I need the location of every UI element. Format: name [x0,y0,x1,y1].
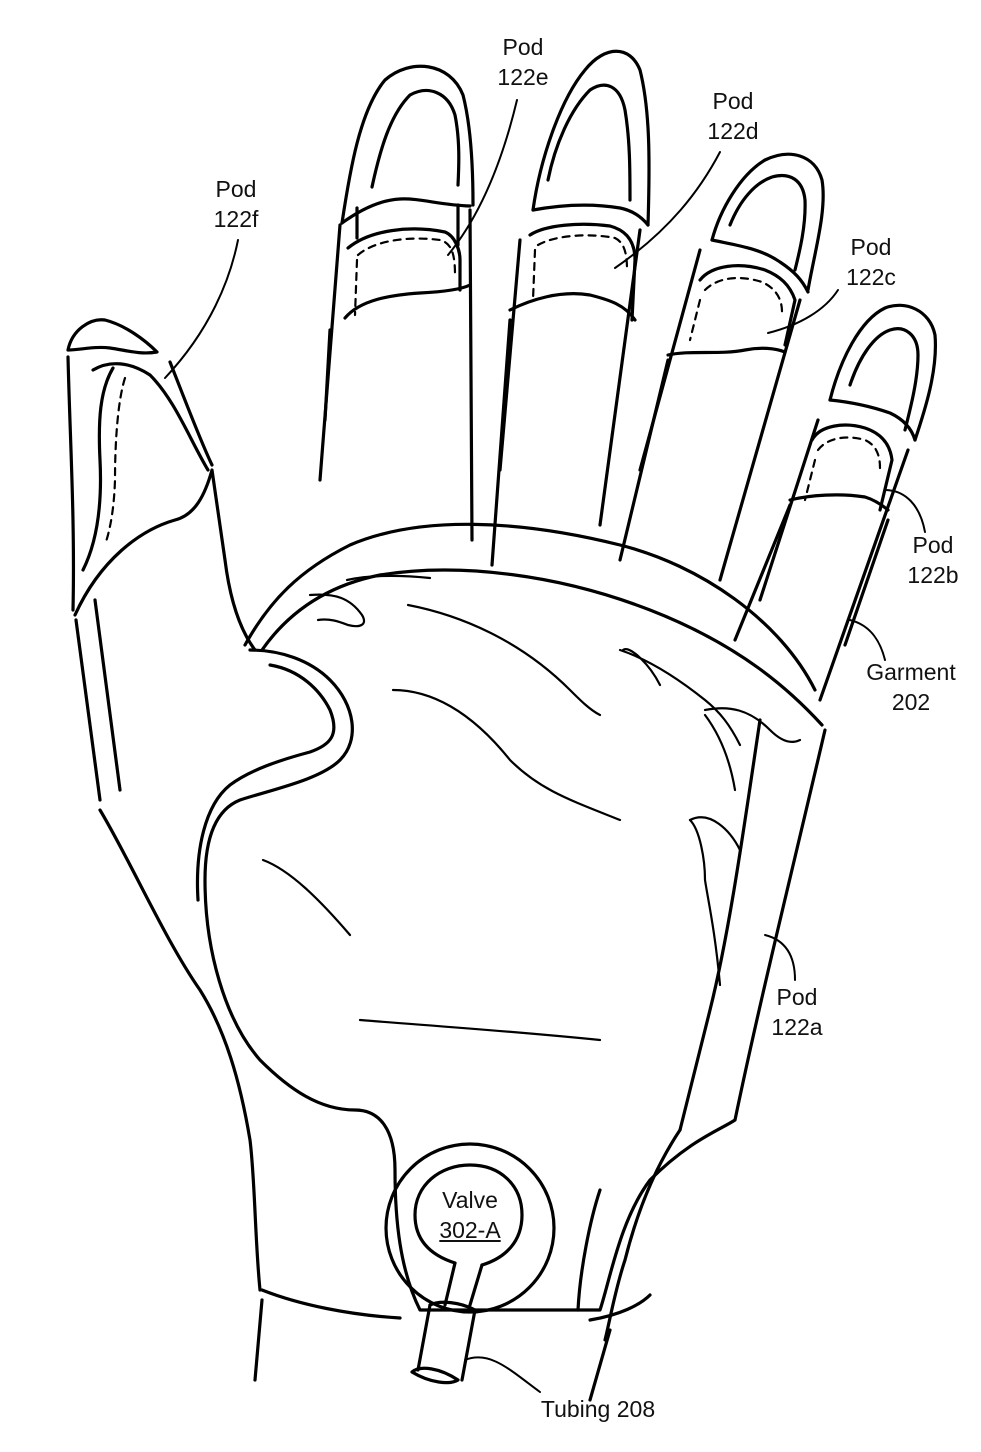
valve [384,1142,556,1314]
label-pod-122b-line1: Pod [912,532,954,558]
label-pod-122a-line2: 122a [771,1014,823,1040]
label-valve-302a-line1: Valve [442,1187,498,1213]
label-tubing-208: Tubing 208 [528,1394,668,1424]
label-pod-122a-line1: Pod [776,984,818,1010]
label-pod-122d-line1: Pod [712,88,754,114]
leader-lines [164,99,926,1393]
tubing [410,1261,484,1385]
label-garment-202-line2: 202 [891,689,931,715]
ring-finger [618,152,825,582]
label-pod-122c-line2: 122c [846,264,896,290]
back-of-hand-pod [195,648,827,1312]
label-pod-122d: Pod 122d [700,86,766,146]
label-tubing-208-line1: Tubing 208 [540,1396,656,1422]
label-valve-302a: Valve 302-A [428,1185,512,1245]
little-finger [733,303,938,702]
label-pod-122c-line1: Pod [850,234,892,260]
label-garment-202: Garment 202 [856,657,966,717]
label-pod-122b-line2: 122b [907,562,959,588]
label-garment-202-line1: Garment [866,659,956,685]
label-pod-122d-line2: 122d [707,118,759,144]
middle-finger [490,49,651,567]
label-pod-122b: Pod 122b [900,530,966,590]
label-pod-122f: Pod 122f [205,174,267,234]
label-pod-122c: Pod 122c [838,232,904,292]
label-pod-122e: Pod 122e [492,32,554,92]
label-pod-122a: Pod 122a [764,982,830,1042]
label-valve-302a-line2: 302-A [439,1217,501,1243]
index-finger [318,64,475,542]
label-pod-122f-line2: 122f [213,206,259,232]
label-pod-122e-line2: 122e [497,64,549,90]
thumb [66,318,257,802]
label-pod-122f-line1: Pod [215,176,257,202]
garment-band [243,522,824,822]
label-pod-122e-line1: Pod [502,34,544,60]
wrist [98,718,762,1402]
